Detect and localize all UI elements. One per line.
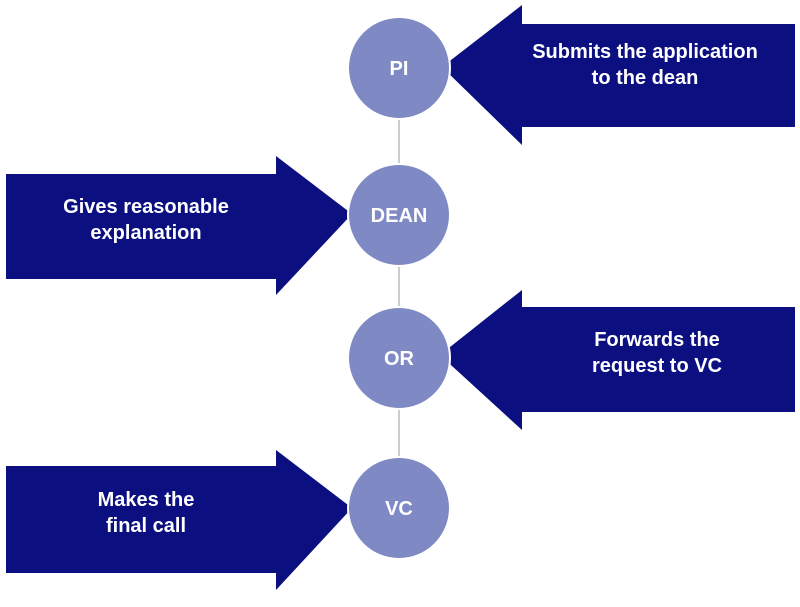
arrow-vc-line-2: final call <box>106 515 186 537</box>
arrow-or-line-1: Forwards the <box>594 329 720 351</box>
node-dean-label: DEAN <box>371 205 428 227</box>
arrow-or-forwards: Forwards the request to VC <box>440 290 795 430</box>
arrow-dean-line-1: Gives reasonable <box>63 196 229 218</box>
node-vc-label: VC <box>385 498 413 520</box>
arrow-pi-line-1: Submits the application <box>532 41 758 63</box>
arrow-pi-submits: Submits the application to the dean <box>442 5 795 145</box>
arrow-pi-line-2: to the dean <box>592 67 699 89</box>
node-vc: VC <box>347 456 451 560</box>
node-pi: PI <box>347 16 451 120</box>
node-pi-label: PI <box>390 58 409 80</box>
arrow-dean-line-2: explanation <box>90 222 201 244</box>
arrow-vc-decides: Makes the final call <box>6 450 352 590</box>
node-or: OR <box>347 306 451 410</box>
arrow-dean-explains: Gives reasonable explanation <box>6 156 352 295</box>
arrow-vc-line-1: Makes the <box>98 489 195 511</box>
node-or-label: OR <box>384 348 415 370</box>
node-dean: DEAN <box>347 163 451 267</box>
arrow-or-line-2: request to VC <box>592 355 722 377</box>
